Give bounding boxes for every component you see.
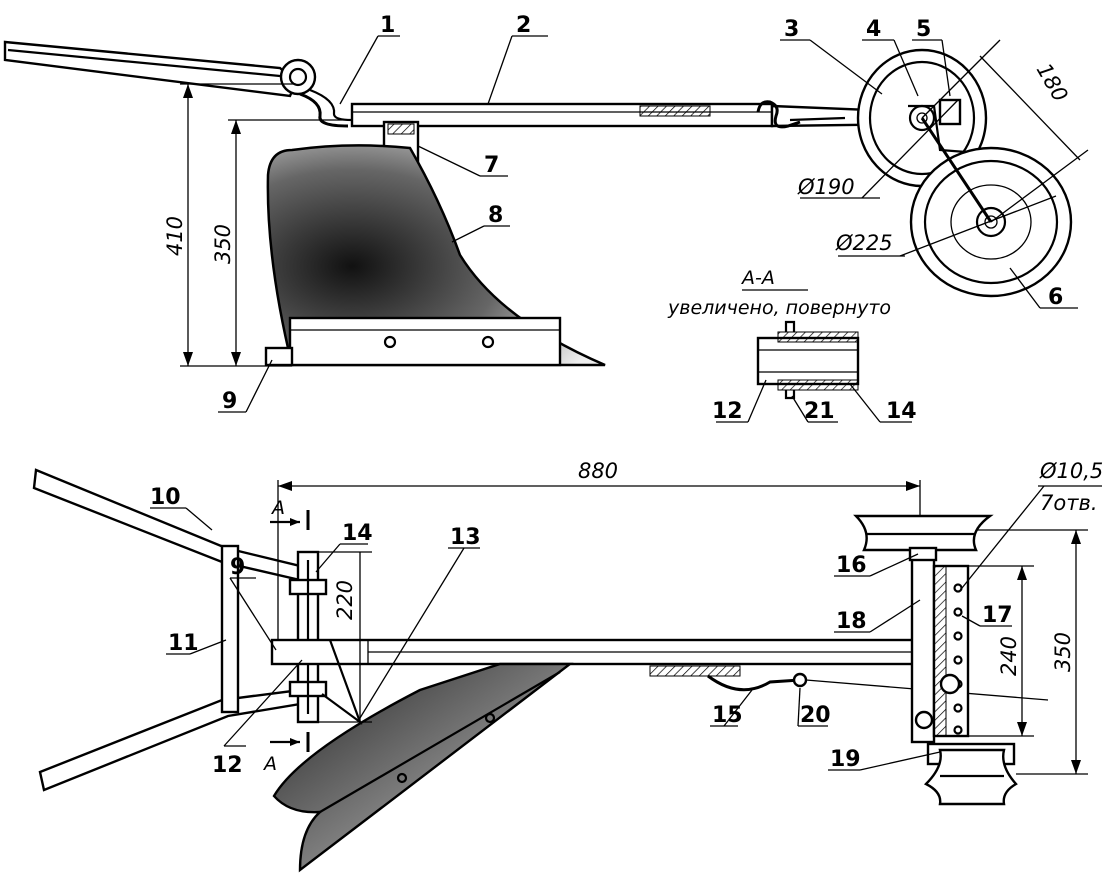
callout-6: 6: [1048, 285, 1063, 310]
callout-20: 20: [800, 703, 831, 728]
callout-14-section: 14: [886, 399, 917, 424]
top-wheel-upper: [853, 514, 994, 562]
section-caption: увеличено, повернуто: [667, 297, 891, 319]
callout-5: 5: [916, 17, 931, 42]
section-title: А-А: [740, 267, 775, 289]
callout-19: 19: [830, 747, 861, 772]
dim-axle-span: 350: [1051, 632, 1075, 672]
landside: [288, 316, 562, 367]
callout-1: 1: [380, 13, 395, 38]
side-handle: [3, 40, 298, 98]
callout-21: 21: [804, 399, 835, 424]
callout-11: 11: [168, 631, 199, 656]
top-wheel-lower: [923, 742, 1018, 806]
callout-14-top: 14: [342, 521, 373, 546]
callout-2: 2: [516, 13, 531, 38]
callout-10: 10: [150, 485, 181, 510]
beam-hatch-segment: [639, 105, 711, 117]
dim-height-moldboard: 350: [211, 224, 235, 264]
callout-9-side: 9: [222, 389, 237, 414]
hitch-hook: [756, 100, 801, 129]
dim-wheel-offset: 180: [1032, 59, 1073, 106]
section-marker-bottom: А: [262, 753, 277, 775]
hitch-link-top: [707, 674, 801, 692]
callout-9-top: 9: [230, 555, 245, 580]
section-tube: [756, 336, 860, 386]
dim-bracket-width: 220: [333, 580, 357, 620]
dim-small-wheel-dia: Ø190: [797, 175, 855, 199]
top-view: А А 880 220 240 350 Ø10,5 7отв.: [32, 459, 1103, 873]
callout-13: 13: [450, 525, 481, 550]
handle-pivot-ring: [279, 58, 317, 96]
side-view: 410 350 180 Ø190 Ø225: [3, 13, 1089, 414]
handle-cross-tube: [220, 544, 240, 714]
callout-17: 17: [982, 603, 1013, 628]
callout-12-top: 12: [212, 753, 243, 778]
hole-spec-count: 7отв.: [1040, 491, 1098, 515]
hole-spec-dia: Ø10,5: [1039, 459, 1103, 483]
handle-strut: [299, 92, 349, 128]
callout-8: 8: [488, 203, 503, 228]
moldboard-top: [272, 662, 574, 873]
dim-large-wheel-dia: Ø225: [835, 231, 893, 255]
landside-heel: [264, 346, 294, 367]
dim-frame-length: 880: [578, 459, 618, 483]
callout-12-section: 12: [712, 399, 743, 424]
section-a-a: А-А увеличено, повернуто 12 21 14: [667, 267, 917, 424]
dim-hole-span: 240: [997, 636, 1021, 676]
callout-18: 18: [836, 609, 867, 634]
callout-3: 3: [784, 17, 799, 42]
callout-7: 7: [484, 153, 499, 178]
callout-4: 4: [866, 17, 881, 42]
dim-height-total: 410: [163, 216, 187, 256]
callout-15: 15: [712, 703, 743, 728]
callout-16: 16: [836, 553, 867, 578]
